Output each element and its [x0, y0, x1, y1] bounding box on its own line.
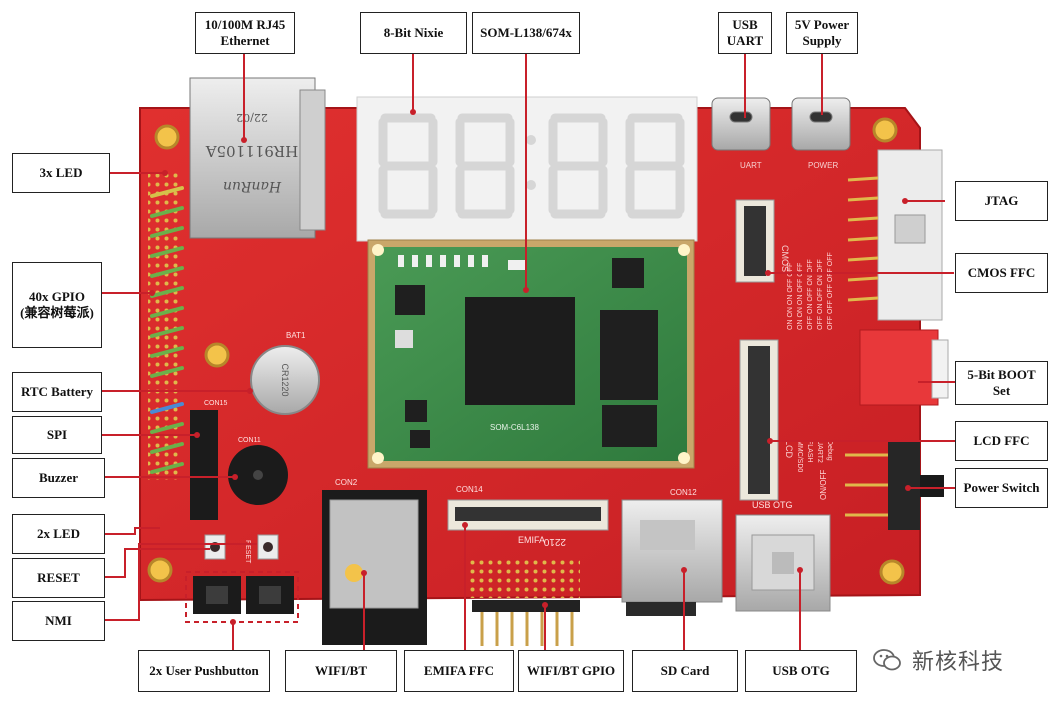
usb-c-connectors: [711, 97, 851, 151]
wifi-module: CON2: [322, 478, 427, 645]
emifa-silk: EMIFA: [518, 535, 545, 545]
label-reset: RESET: [12, 558, 105, 598]
label-jtag: JTAG: [955, 181, 1048, 221]
svg-text:OFF OFF OFF OFF OFF: OFF OFF OFF OFF OFF: [827, 252, 834, 330]
gpio-header: [148, 170, 184, 480]
sd-card-slot: CON12: [621, 488, 723, 616]
label-usb-uart: USB UART: [718, 12, 772, 54]
con15-silk: CON15: [204, 400, 227, 407]
con12-silk: CON12: [670, 488, 697, 497]
label-user-pushbutton: 2x User Pushbutton: [138, 650, 270, 692]
svg-text:Debug: Debug: [826, 440, 833, 461]
power-silk: POWER: [808, 161, 838, 170]
label-rtc-battery: RTC Battery: [12, 372, 102, 412]
spi-header: CON15: [190, 400, 227, 520]
lcd-ffc-connector: LCD: [739, 339, 794, 501]
label-2x-led: 2x LED: [12, 514, 105, 554]
boot-table: ON ON ON OFF OFF ON ON ON OFF OFF OFF ON…: [787, 252, 834, 472]
jtag-header: [847, 149, 943, 321]
reset-silk: RESET: [244, 540, 251, 564]
user-pushbuttons: [185, 571, 299, 623]
svg-text:FLASH: FLASH: [806, 440, 813, 463]
label-5v-power-supply: 5V Power Supply: [786, 12, 858, 54]
svg-text:OFF ON OFF ON OFF: OFF ON OFF ON OFF: [817, 259, 824, 330]
power-switch: ON/OFF: [819, 440, 944, 530]
usb-otg-silk: USB OTG: [752, 500, 793, 510]
som-module: SOM-C6L138: [367, 239, 695, 469]
mounting-holes: [147, 117, 905, 585]
wifi-gpio-header: [470, 560, 580, 646]
rj45-connector: 22/02 HR911105A HanRun: [189, 77, 326, 239]
onoff-silk: ON/OFF: [819, 470, 828, 500]
watermark-text: 新核科技: [912, 650, 1005, 675]
svg-text:OFF ON OFF ON OFF: OFF ON OFF ON OFF: [807, 259, 814, 330]
svg-text:ON ON ON OFF OFF: ON ON ON OFF OFF: [787, 263, 794, 330]
som-silk: SOM-C6L138: [490, 423, 539, 432]
label-nmi: NMI: [12, 601, 105, 641]
label-40x-gpio: 40x GPIO (兼容树莓派): [12, 262, 102, 348]
leader-lines: [80, 53, 955, 650]
boot-dip-switch: [859, 329, 949, 406]
wechat-icon: [873, 649, 901, 671]
uart-silk: UART: [740, 161, 762, 170]
label-power-switch: Power Switch: [955, 468, 1048, 508]
label-boot-set: 5-Bit BOOT Set: [955, 361, 1048, 405]
label-emifa-ffc: EMIFA FFC: [404, 650, 514, 692]
label-cmos-ffc: CMOS FFC: [955, 253, 1048, 293]
label-som: SOM-L138/674x: [472, 12, 580, 54]
label-wifi-bt: WIFI/BT: [285, 650, 397, 692]
cmos-ffc-connector: CMOS: [735, 199, 790, 283]
rj45-date: 22/02: [236, 111, 268, 124]
label-buzzer: Buzzer: [12, 458, 105, 498]
watermark: 新核科技: [872, 640, 1042, 680]
battery-model: CR1220: [280, 363, 290, 396]
label-3x-led: 3x LED: [12, 153, 110, 193]
label-wifi-bt-gpio: WIFI/BT GPIO: [518, 650, 624, 692]
bat1-silk: BAT1: [286, 331, 306, 340]
label-spi: SPI: [12, 416, 102, 454]
label-8bit-nixie: 8-Bit Nixie: [360, 12, 467, 54]
con11-silk: CON11: [238, 437, 261, 444]
lcd-silk: LCD: [784, 440, 794, 459]
emifa-ffc-connector: EMIFA 2210 CON14: [447, 485, 609, 547]
buzzer: CON11: [228, 437, 288, 505]
svg-text:UART2: UART2: [816, 440, 823, 463]
con14-silk: CON14: [456, 485, 483, 494]
label-sd-card: SD Card: [632, 650, 738, 692]
cmos-silk: CMOS: [780, 245, 790, 272]
emifa-date: 2210: [543, 536, 566, 547]
reset-buttons: RESET: [204, 534, 279, 564]
usb-otg-port: USB OTG: [735, 500, 831, 612]
svg-text:MMC/SD0: MMC/SD0: [796, 440, 803, 472]
svg-text:ON ON ON OFF OFF: ON ON ON OFF OFF: [797, 263, 804, 330]
rtc-battery: CR1220 BAT1: [250, 331, 320, 415]
rj45-model: HR911105A: [206, 142, 299, 160]
label-lcd-ffc: LCD FFC: [955, 421, 1048, 461]
rj45-brand: HanRun: [223, 178, 282, 194]
label-rj45-ethernet: 10/100M RJ45 Ethernet: [195, 12, 295, 54]
con2-silk: CON2: [335, 478, 358, 487]
label-usb-otg: USB OTG: [745, 650, 857, 692]
